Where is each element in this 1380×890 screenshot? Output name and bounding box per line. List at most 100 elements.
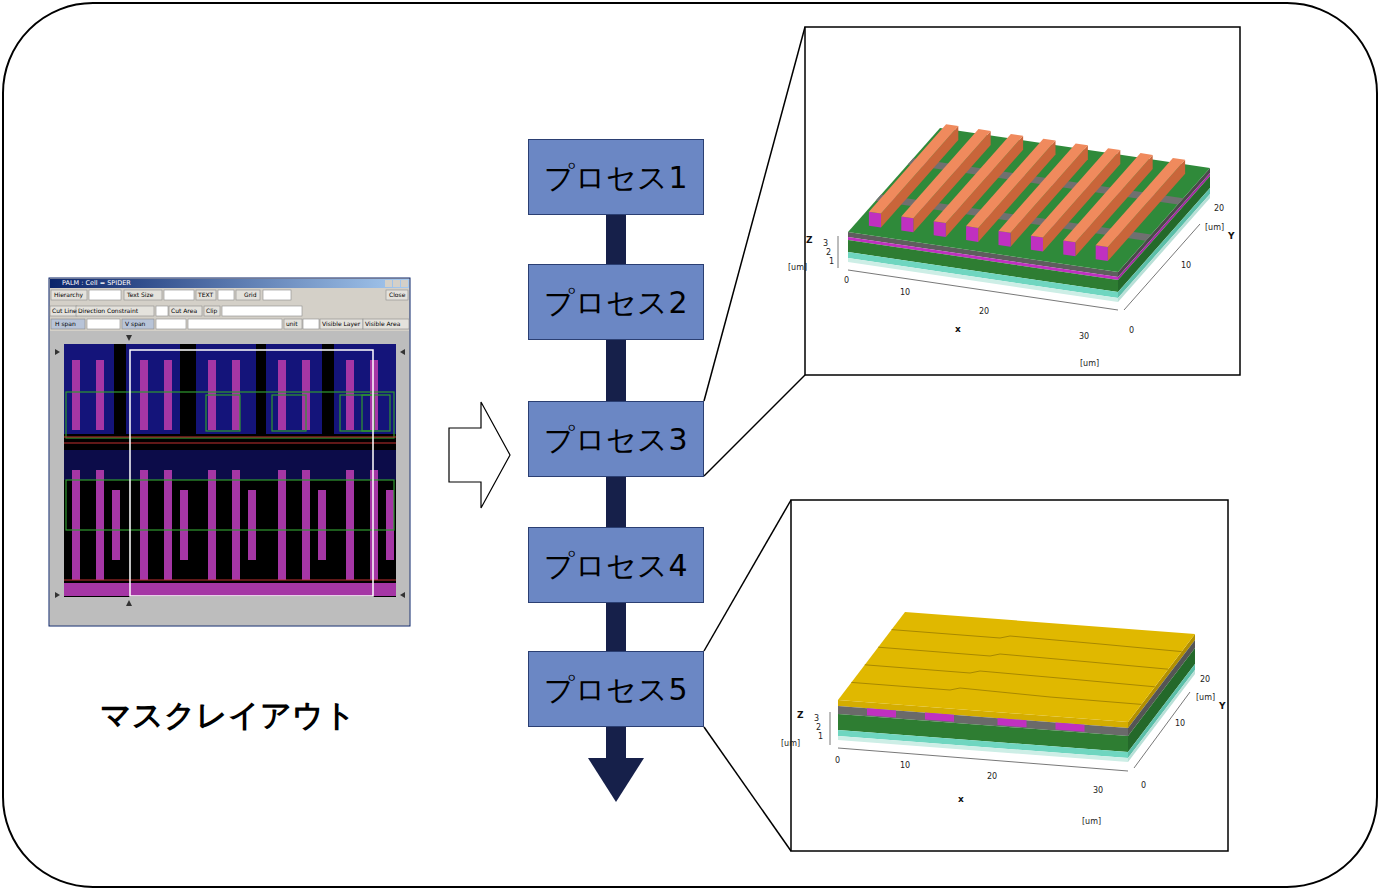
flow-arrow-segment — [616, 603, 617, 651]
plot-panel — [805, 27, 1240, 375]
window-button — [385, 280, 392, 287]
hollow-arrow — [449, 402, 510, 508]
toolbar-buttons — [50, 290, 409, 329]
plot-panel — [791, 500, 1228, 851]
canvas-frame — [50, 331, 409, 625]
axis-label: Z — [806, 236, 813, 245]
zoom-line — [704, 27, 805, 401]
surface-lines — [851, 630, 1181, 705]
process-label: プロセス5 — [544, 673, 687, 706]
axis-label: 20 — [1200, 676, 1210, 684]
layout-poly-bars — [64, 360, 396, 596]
axis-label: [um] — [1196, 694, 1215, 702]
scroll-arrow — [400, 349, 405, 355]
ui-text: unit — [286, 321, 298, 327]
flow-arrow-tail — [606, 727, 626, 761]
axis-label: [um] — [1082, 818, 1101, 826]
axis-label: 0 — [844, 277, 849, 285]
axis-label: 10 — [1175, 720, 1185, 728]
flow-arrow-head — [588, 758, 644, 802]
axis-label: x — [955, 325, 961, 334]
flow-arrow-segment — [616, 215, 617, 264]
layout-screenshot — [49, 278, 410, 626]
axis-label: [um] — [1080, 360, 1099, 368]
window-button — [393, 280, 400, 287]
ui-text: Close — [389, 292, 405, 298]
axis-label: Z — [797, 711, 804, 720]
axis-label: 2 — [826, 249, 831, 257]
process-label: プロセス1 — [544, 161, 687, 194]
ui-text: Visible Area — [365, 321, 400, 327]
axis-label: 0 — [1129, 327, 1134, 335]
axis-label: 1 — [829, 258, 834, 266]
axis-label: 20 — [1214, 205, 1224, 213]
axis-label: Y — [1228, 232, 1235, 241]
plot-axes — [830, 692, 1190, 771]
axis-label: 20 — [987, 773, 997, 781]
ui-text: Grid — [244, 292, 257, 298]
ui-text: Clip — [206, 308, 217, 314]
flow-arrow-segment — [616, 477, 617, 527]
flow-arrow-line — [606, 215, 626, 264]
process-box: プロセス1 — [528, 139, 704, 215]
process-box: プロセス5 — [528, 651, 704, 727]
axis-label: 10 — [900, 762, 910, 770]
slab-top — [838, 612, 1195, 722]
ui-text: Cut Area — [171, 308, 197, 314]
axis-label: [um] — [1205, 224, 1224, 232]
ui-text: PALM : Cell = SPIDER — [62, 280, 131, 287]
layout-blue-bands — [64, 344, 396, 480]
scroll-arrow — [126, 600, 132, 606]
ui-text: TEXT — [198, 292, 213, 298]
plot-axes — [838, 224, 1200, 310]
layout-window-frame — [130, 350, 373, 596]
zoom-line — [704, 375, 805, 476]
axis-label: Y — [1219, 702, 1226, 711]
axis-label: 30 — [1093, 787, 1103, 795]
axis-label: 30 — [1079, 333, 1089, 341]
process-box: プロセス3 — [528, 401, 704, 477]
plot-3d-process3 — [838, 124, 1210, 310]
axis-label: 0 — [835, 757, 840, 765]
ui-text: Hierarchy — [54, 292, 83, 298]
ui-text: V span — [125, 321, 145, 327]
axis-label: 1 — [818, 733, 823, 741]
figure-title: マスクレイアウト — [100, 700, 356, 731]
flow-arrow-segment — [616, 340, 617, 401]
process-box: プロセス4 — [528, 527, 704, 603]
flow-arrow-line — [606, 603, 626, 651]
ui-text: Cut Line — [52, 308, 77, 314]
layout-green-outlines — [66, 392, 394, 530]
ui-text: H span — [55, 321, 76, 327]
scroll-arrow — [55, 592, 60, 598]
canvas — [64, 344, 396, 597]
axis-label: [um] — [788, 264, 807, 272]
flow-arrow-line — [606, 340, 626, 401]
metal-bars — [869, 124, 1185, 261]
process-label: プロセス4 — [544, 549, 687, 582]
process-label: プロセス3 — [544, 423, 687, 456]
axis-label: 10 — [1181, 262, 1191, 270]
flow-arrow-line — [606, 477, 626, 527]
scroll-arrow — [55, 349, 60, 355]
title-bar — [50, 279, 409, 288]
axis-label: 3 — [823, 240, 828, 248]
process-label: プロセス2 — [544, 286, 687, 319]
axis-label: 10 — [900, 289, 910, 297]
ui-text: Text Size — [127, 292, 153, 298]
scroll-arrow — [126, 335, 132, 341]
process-box: プロセス2 — [528, 264, 704, 340]
axis-label: 20 — [979, 308, 989, 316]
axis-label: 3 — [814, 715, 819, 723]
axis-label: 2 — [816, 724, 821, 732]
ui-text: Visible Layer — [322, 321, 360, 327]
plot-3d-process5 — [830, 612, 1195, 771]
scroll-arrow — [400, 592, 405, 598]
outer-frame — [3, 3, 1377, 887]
zoom-line — [704, 500, 791, 651]
axis-label: [um] — [781, 740, 800, 748]
ui-text: Direction Constraint — [78, 308, 138, 314]
window-button — [401, 280, 408, 287]
axis-label: 0 — [1141, 782, 1146, 790]
